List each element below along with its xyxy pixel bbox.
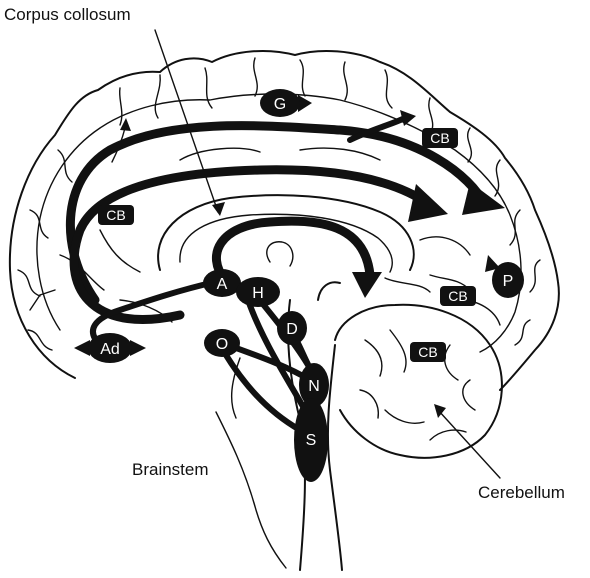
node-ad-label: Ad: [100, 341, 120, 358]
cerebellum-label: Cerebellum: [478, 483, 565, 502]
spinal-column-contour: [216, 412, 286, 568]
node-n-label: N: [308, 378, 320, 395]
node-s: S: [294, 398, 328, 482]
cb-badge-left-label: CB: [106, 207, 125, 223]
fourth-ventricle-contour: [318, 282, 340, 300]
thalamus-contour: [267, 242, 293, 266]
node-p-label: P: [503, 273, 514, 290]
arrowhead-inner: [408, 184, 448, 222]
node-o: O: [204, 329, 240, 357]
node-g-label: G: [274, 96, 286, 113]
limbic-loop: [216, 221, 370, 280]
cerebellum-outline: [335, 305, 502, 458]
brainstem-outline-right: [328, 345, 342, 570]
node-ad: Ad: [88, 333, 132, 363]
cerebellum-callout-line: [438, 410, 500, 478]
cb-badge-right: CB: [440, 286, 476, 306]
node-g: G: [260, 89, 300, 117]
node-h: H: [236, 277, 280, 307]
cb-badge-cerebellum: CB: [410, 342, 446, 362]
cb-badge-right-label: CB: [448, 288, 467, 304]
cb-badge-top: CB: [422, 128, 458, 148]
node-d-label: D: [286, 321, 298, 338]
cb-badge-top-label: CB: [430, 130, 449, 146]
ad-arrow-left: [74, 340, 90, 356]
ad-arrow-right: [130, 340, 146, 356]
brainstem-label: Brainstem: [132, 460, 209, 479]
corpus-callosum-callout-line: [155, 30, 218, 212]
corpus-callosum-arch: [158, 195, 414, 270]
node-s-label: S: [306, 432, 317, 449]
node-p: P: [492, 262, 524, 298]
node-a: A: [203, 269, 241, 297]
cb-badge-left: CB: [98, 205, 134, 225]
corpus-callosum-label: Corpus collosum: [4, 5, 131, 24]
corpus-callosum-callout-tip: [212, 202, 225, 216]
arrowhead-limbic: [352, 272, 382, 298]
node-a-label: A: [217, 276, 228, 293]
node-d: D: [277, 311, 307, 345]
node-h-label: H: [252, 285, 264, 302]
node-o-label: O: [216, 336, 228, 353]
left-stem-2: [30, 295, 40, 310]
g-arrow-tip: [298, 95, 312, 112]
cb-badge-cerebellum-label: CB: [418, 344, 437, 360]
